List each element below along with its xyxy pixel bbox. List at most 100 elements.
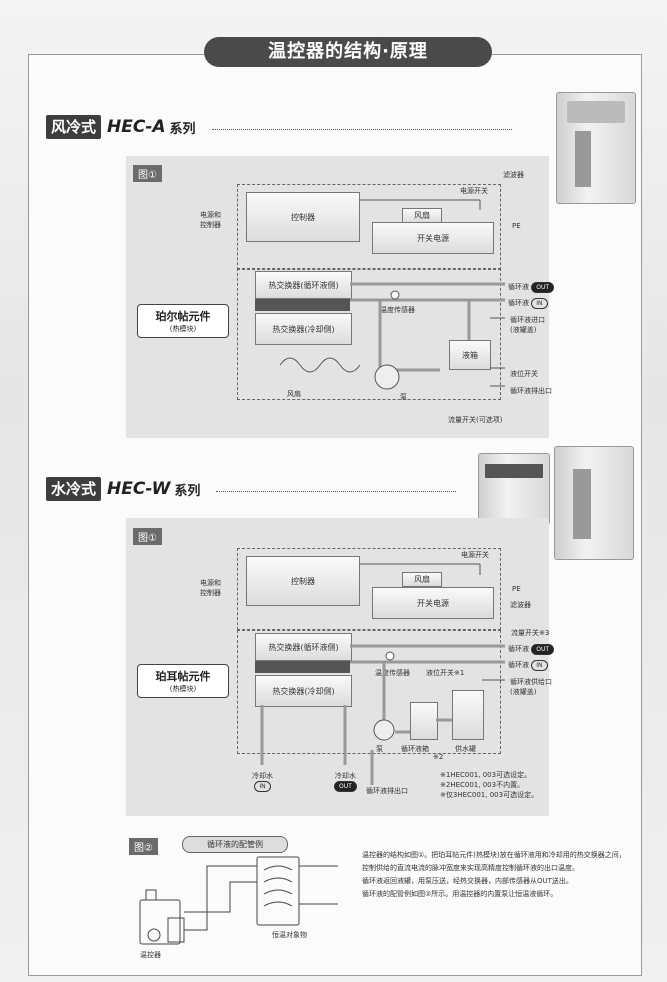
water-hx-circ-label: 热交换器(循环液侧) [268,642,339,652]
description-para-1: 温控器的结构如图①。把珀耳帖元件(热模块)放在循环液用和冷却用的热交换器之间，控… [362,851,626,872]
water-section-header: 水冷式 HEC-W 系列 [46,477,457,501]
water-switch-power-label: 开关电源 [417,598,449,608]
water-tank-note: ※2 [433,753,444,761]
page-title: 温控器的结构·原理 [204,37,492,67]
water-in-pill: IN [531,660,548,671]
water-cooling-in-text: 冷却水 [252,772,273,780]
water-power-ctrl-label: 电源和 控制器 [200,579,221,597]
air-switch-power-label: 开关电源 [417,233,449,243]
air-flow-switch-label: 流量开关(可选项) [448,416,503,424]
air-pe-label: PE [512,222,521,230]
air-peltier-sub: (热模块) [169,325,197,333]
air-series-suffix: 系列 [169,121,196,137]
air-ctrl-enclosure [237,184,501,270]
fig2-title: 循环液的配管例 [182,836,288,853]
air-tank-box: 液箱 [449,340,491,370]
hec-w-product-image-small [478,453,550,525]
air-fan-label: 风扇 [414,211,430,220]
water-supply-port-sub: (液罐盖) [510,688,537,696]
air-controller-label: 控制器 [291,212,315,222]
water-cooling-out-text: 冷却水 [334,772,356,780]
air-hx-cool-label: 热交换器(冷却侧) [272,324,335,334]
water-supply-port-label: 循环液供给口 [510,678,552,686]
air-hx-enclosure [237,268,501,400]
water-drain-label: 循环液排出口 [366,787,408,795]
air-fill-port-sub: (液罐盖) [510,326,537,334]
air-series: HEC-A [107,117,166,137]
air-fig-label: 图① [133,165,162,182]
water-peltier-sub: (热模块) [169,685,197,693]
air-level-switch-label: 液位开关 [510,370,538,378]
air-fan-bottom-label: 风扇 [287,390,301,398]
air-filter-label: 滤波器 [503,171,524,179]
water-peltier-label: 珀耳帖元件(热模块) [137,664,229,698]
water-series: HEC-W [107,479,171,499]
water-out-pill: OUT [531,644,555,655]
water-pump-label: 泵 [376,745,383,753]
water-fig-label: 图① [133,528,162,545]
air-in-pill: IN [531,298,548,309]
water-power-switch-label: 电源开关 [461,551,489,559]
air-in-circ: 循环液 [508,299,529,307]
air-in-row: 循环液 IN [508,298,548,309]
water-ctrl-enclosure [237,548,501,630]
fig2-controller-label: 温控器 [140,951,161,959]
air-fill-port-label: 循环液进口 [510,316,545,324]
water-hx-enclosure [237,630,501,754]
air-peltier-module [255,299,350,311]
water-in-row: 循环液 IN [508,660,548,671]
air-hx-cool-box: 热交换器(冷却侧) [255,313,352,345]
water-fan-box: 风扇 [402,572,442,587]
air-out-circ: 循环液 [508,283,529,291]
water-out-circ: 循环液 [508,645,529,653]
water-tank-label: 循环液箱 [401,745,429,753]
air-section-header: 风冷式 HEC-A 系列 [46,115,512,139]
air-power-switch-label: 电源开关 [460,187,488,195]
fig2-label: 图② [129,838,158,855]
air-pump-label: 泵 [400,393,407,401]
air-out-pill: OUT [531,282,555,293]
air-out-row: 循环液 OUT [508,282,555,293]
air-tank-label: 液箱 [462,350,478,360]
description-para-2: 循环液返回液罐，用泵压送，经热交换器，内部传感器从OUT送出。 [362,877,573,885]
water-hx-cool-label: 热交换器(冷却侧) [272,686,335,696]
air-power-ctrl-label: 电源和 控制器 [200,211,221,229]
water-filter-label: 滤波器 [510,601,531,609]
water-cooling-out-pill: OUT [334,781,357,792]
air-peltier-text: 珀尔帖元件 [155,310,211,323]
water-supply-tank-box [452,690,484,740]
water-tag: 水冷式 [46,477,102,501]
hec-a-product-image [556,92,636,204]
water-out-row: 循环液 OUT [508,644,555,655]
water-fan-label: 风扇 [414,575,430,584]
water-note-1: ※1HEC001, 003可选设定。 [440,771,532,779]
water-series-suffix: 系列 [174,483,201,499]
air-switch-power-box: 开关电源 [372,222,494,254]
water-note-3: ※仅3HEC001, 003可选设定。 [440,791,539,799]
air-temp-sensor-label: 温度传感器 [380,306,415,314]
air-controller-box: 控制器 [246,192,360,242]
water-cooling-in-pill: IN [254,781,271,792]
hec-w-product-image-large [554,446,634,560]
water-switch-power-box: 开关电源 [372,587,494,619]
water-in-circ: 循环液 [508,661,529,669]
water-controller-label: 控制器 [291,576,315,586]
description: 温控器的结构如图①。把珀耳帖元件(热模块)放在循环液用和冷却用的热交换器之间，控… [362,849,630,901]
air-tag: 风冷式 [46,115,102,139]
description-para-3: 循环液的配管例如图②所示。用温控器的内置泵让恒温液循环。 [362,890,558,898]
water-hx-cool-box: 热交换器(冷却侧) [255,675,352,707]
water-temp-sensor-label: 温度传感器 [375,669,410,677]
dotted-rule [216,490,457,492]
dotted-rule [211,128,512,130]
water-hx-circ-box: 热交换器(循环液侧) [255,633,352,661]
air-hx-circ-label: 热交换器(循环液侧) [268,280,339,290]
air-peltier-label: 珀尔帖元件 (热模块) [137,304,229,338]
air-drain-label: 循环液排出口 [510,387,552,395]
water-pe-label: PE [512,585,521,593]
